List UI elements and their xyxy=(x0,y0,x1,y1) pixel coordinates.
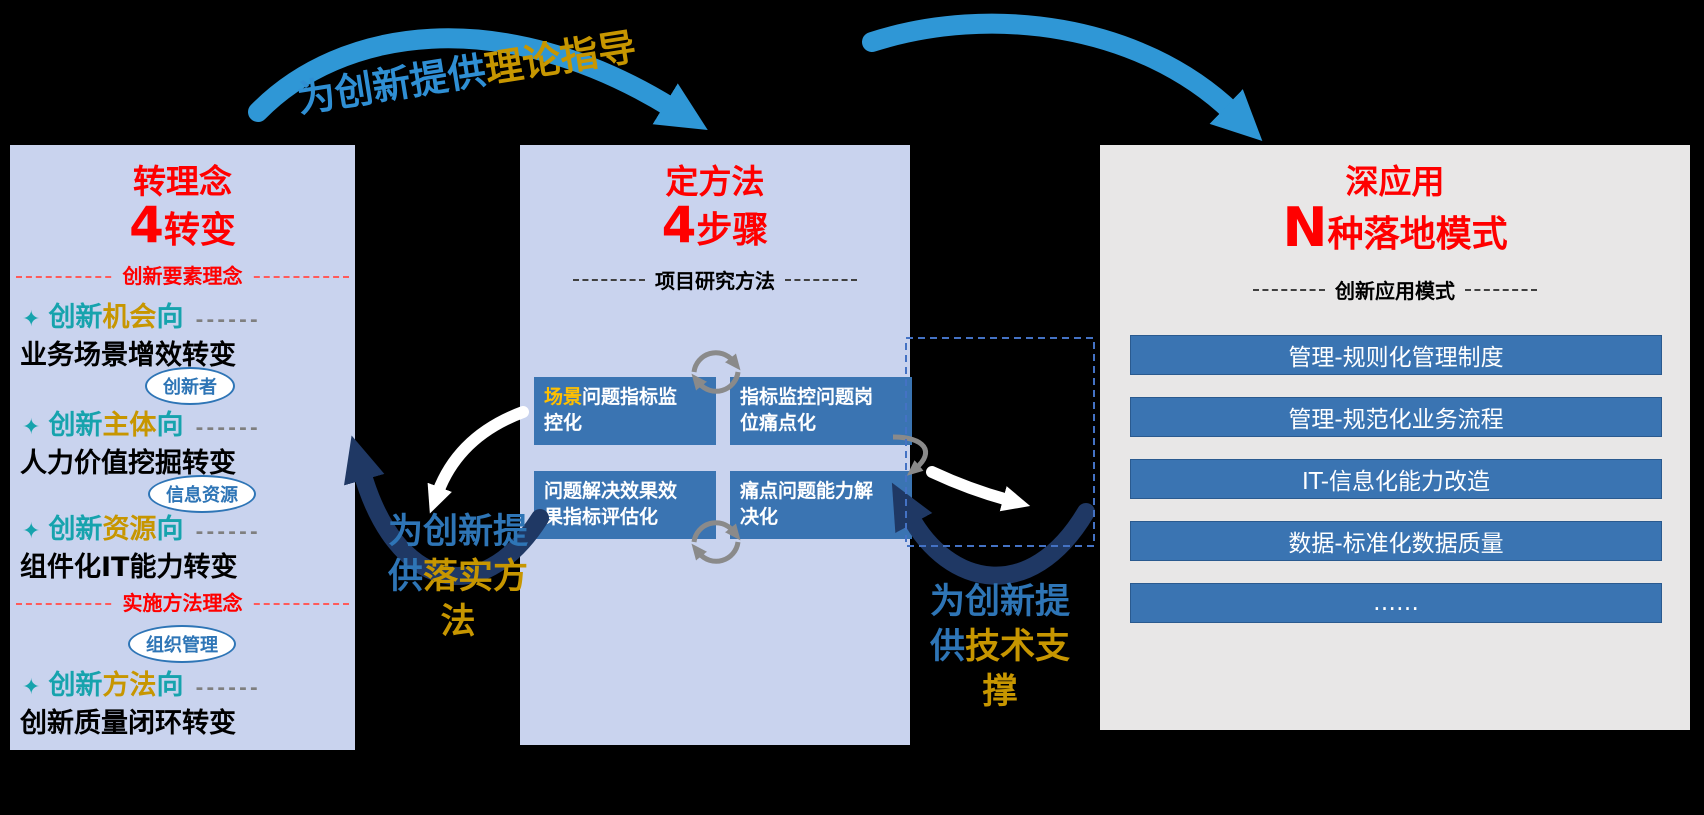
right-panel-subtitle: N种落地模式 xyxy=(1100,193,1690,263)
method-steps-grid: 场景问题指标监控化 指标监控问题岗位痛点化 问题解决效果效果指标评估化 痛点问题… xyxy=(534,377,912,539)
left-panel-title: 转理念 xyxy=(133,162,232,201)
item-innovation-resource: ✦创新资源向------ xyxy=(22,514,261,545)
dashed-connector-rect xyxy=(905,337,1095,547)
dash-decoration: ------ xyxy=(195,677,261,699)
separator-innovation-elements: 创新要素理念 xyxy=(16,260,349,289)
tag-innovator: 创新者 xyxy=(145,367,235,405)
item-desc: 组件化IT能力转变 xyxy=(20,552,238,583)
label-technical-support: 为创新提供技术支撑 xyxy=(929,582,1071,712)
step-box-effect-evaluation: 问题解决效果效果指标评估化 xyxy=(534,471,716,539)
item-desc: 人力价值挖掘转变 xyxy=(20,448,236,479)
item-desc: 创新质量闭环转变 xyxy=(20,708,236,739)
item-innovation-subject: ✦创新主体向------ xyxy=(22,410,261,441)
panel-method-definition: 定方法 4步骤 项目研究方法 场景问题指标监控化 指标监控问题岗位痛点化 问题解… xyxy=(520,145,912,745)
label-theory-guidance: 为创新提供理论指导 xyxy=(294,24,639,122)
star-icon: ✦ xyxy=(22,415,41,440)
tag-organization-management: 组织管理 xyxy=(128,625,236,663)
dash-decoration: ------ xyxy=(195,521,261,543)
mode-bar-data-quality: 数据-标准化数据质量 xyxy=(1130,521,1662,561)
mode-bar-management-process: 管理-规范化业务流程 xyxy=(1130,397,1662,437)
panel-concept-shift: 转理念 4转变 创新要素理念 ✦创新机会向------ 业务场景增效转变 创新者… xyxy=(10,145,355,750)
mid-panel-count: 4 xyxy=(661,196,697,254)
mid-panel-title: 定方法 xyxy=(665,162,765,201)
panel-deep-application: 深应用 N种落地模式 创新应用模式 管理-规则化管理制度 管理-规范化业务流程 … xyxy=(1100,145,1690,730)
dash-decoration: ------ xyxy=(195,309,261,331)
top-right-theory-arrow xyxy=(862,13,1263,142)
star-icon: ✦ xyxy=(22,519,41,544)
right-method-label: 创新应用模式 xyxy=(1100,275,1690,304)
step-box-painpoint-solution: 痛点问题能力解决化 xyxy=(730,471,912,539)
mode-bar-it-capability: IT-信息化能力改造 xyxy=(1130,459,1662,499)
separator-implementation-method: 实施方法理念 xyxy=(16,587,349,616)
bottom-right-support-arrow xyxy=(891,482,1095,585)
item-desc: 业务场景增效转变 xyxy=(20,340,236,371)
right-panel-count-suffix: 种落地模式 xyxy=(1327,214,1508,255)
right-panel-count: N xyxy=(1282,196,1328,259)
brush-arrow-left xyxy=(427,406,529,514)
mid-panel-subtitle: 4步骤 xyxy=(520,193,910,258)
mode-bar-management-rules: 管理-规则化管理制度 xyxy=(1130,335,1662,375)
dash-decoration: ------ xyxy=(195,417,261,439)
left-panel-count: 4 xyxy=(129,196,164,254)
brush-arrow-right xyxy=(926,466,1031,512)
item-innovation-opportunity: ✦创新机会向------ xyxy=(22,302,261,333)
step-box-metric-painpoint: 指标监控问题岗位痛点化 xyxy=(730,377,912,445)
star-icon: ✦ xyxy=(22,307,41,332)
tag-information-resource: 信息资源 xyxy=(148,475,256,513)
mid-method-label: 项目研究方法 xyxy=(520,265,910,294)
left-panel-subtitle: 4转变 xyxy=(10,193,355,258)
label-implementation-method: 为创新提供落实方法 xyxy=(387,512,529,642)
step-box-scene-metrics: 场景问题指标监控化 xyxy=(534,377,716,445)
item-innovation-method: ✦创新方法向------ xyxy=(22,670,261,701)
right-panel-title: 深应用 xyxy=(1345,162,1445,201)
left-panel-count-suffix: 转变 xyxy=(163,210,236,251)
mid-panel-count-suffix: 步骤 xyxy=(696,210,769,251)
star-icon: ✦ xyxy=(22,675,41,700)
mode-bar-more: …… xyxy=(1130,583,1662,623)
